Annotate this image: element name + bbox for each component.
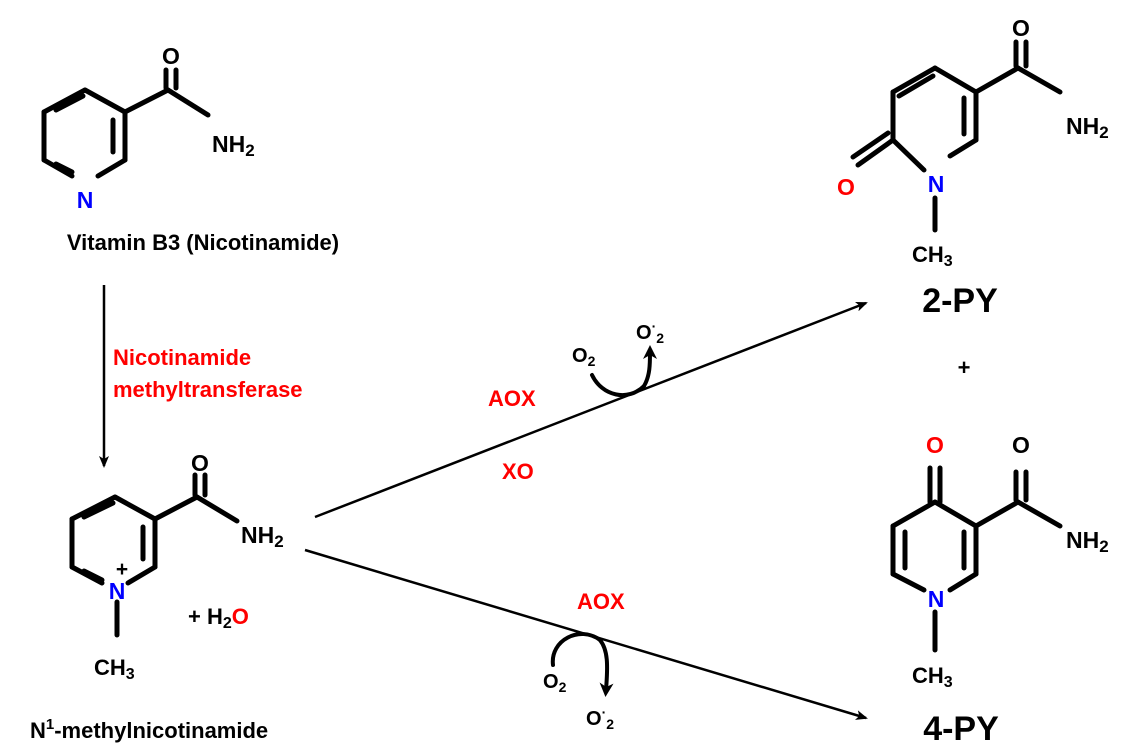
- lower-enzyme-aox: AOX: [577, 589, 625, 614]
- enzyme-nnmt-line1: Nicotinamide: [113, 345, 251, 370]
- 4py-structure: N O O NH2 CH3: [890, 432, 1109, 691]
- nicotinamide-structure: N O NH2: [41, 43, 255, 213]
- upper-superoxide: O·2: [636, 318, 664, 346]
- 4py-methyl: CH3: [912, 663, 953, 691]
- mna-structure: N + O NH2 CH3: [69, 450, 284, 683]
- water-plus-h: + H: [188, 604, 223, 629]
- 2py-structure: N O O NH2 CH3: [837, 15, 1109, 270]
- lower-curl-arrow-body: [550, 632, 602, 667]
- 2py-ring-oxygen: O: [837, 174, 855, 200]
- mna-positive-charge: +: [116, 558, 128, 581]
- 2py-amine: NH2: [1066, 113, 1109, 142]
- upper-oxygen: O2: [572, 345, 596, 369]
- 4py-ring-oxygen: O: [926, 432, 944, 458]
- mna-ring-nitrogen: N: [109, 578, 126, 604]
- arrow-to-2py: [314, 301, 868, 519]
- lower-oxygen: O2: [543, 671, 567, 695]
- enzyme-nnmt-line2: methyltransferase: [113, 377, 303, 402]
- 4py-label: 4-PY: [923, 710, 999, 747]
- nicotinamide-carbonyl-oxygen: O: [162, 43, 180, 69]
- mna-carbonyl-oxygen: O: [191, 450, 209, 476]
- nicotinamide-amine: NH2: [212, 131, 255, 160]
- mna-amine: NH2: [241, 522, 284, 551]
- 2py-ring-nitrogen: N: [928, 171, 945, 197]
- products-plus: +: [958, 355, 971, 380]
- 2py-label: 2-PY: [922, 282, 998, 320]
- nicotinamide-label: Vitamin B3 (Nicotinamide): [67, 230, 339, 255]
- 2py-carbonyl-oxygen: O: [1012, 15, 1030, 41]
- 2py-methyl: CH3: [912, 242, 953, 270]
- mna-label: N1-methylnicotinamide: [30, 716, 268, 743]
- upper-enzyme-xo: XO: [502, 459, 534, 484]
- upper-curl-arrow-body: [590, 373, 646, 397]
- water-oxygen: O: [232, 604, 249, 629]
- mna-methyl: CH3: [94, 655, 135, 683]
- nicotinamide-amine-subscript: 2: [245, 141, 254, 160]
- 4py-ring-nitrogen: N: [928, 586, 945, 612]
- nicotinamide-amine-nh: NH: [212, 131, 245, 157]
- 4py-carbonyl-oxygen: O: [1012, 432, 1030, 458]
- nicotinamide-ring-nitrogen: N: [77, 187, 94, 213]
- lower-curl-arrow-tip: [598, 638, 614, 697]
- upper-enzyme-aox: AOX: [488, 386, 536, 411]
- 4py-amine: NH2: [1066, 527, 1109, 556]
- lower-superoxide: O·2: [586, 704, 614, 732]
- upper-curl-arrow-tip: [642, 345, 657, 388]
- water-reactant: + H2O: [188, 604, 249, 632]
